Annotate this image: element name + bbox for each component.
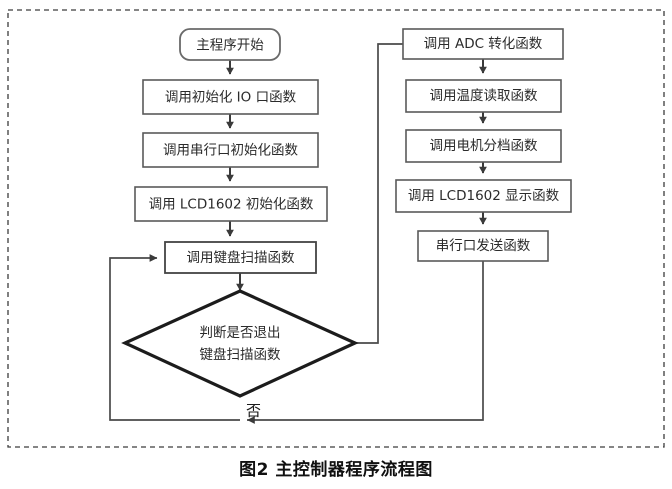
node-init-uart-shape xyxy=(142,132,319,168)
edge-label-no: 否 xyxy=(246,402,261,420)
node-decision-label-line1: 判断是否退出 xyxy=(200,325,281,341)
node-init-io-shape xyxy=(142,79,319,115)
node-init-uart[interactable]: 调用串行口初始化函数 xyxy=(142,132,319,168)
figure-dashed-frame xyxy=(7,9,665,448)
node-temp-read[interactable]: 调用温度读取函数 xyxy=(405,79,562,113)
node-temp-read-shape xyxy=(405,79,562,113)
node-init-lcd-label: 调用 LCD1602 初始化函数 xyxy=(149,196,314,213)
node-motor-gear[interactable]: 调用电机分档函数 xyxy=(405,129,562,163)
node-uart-send-shape xyxy=(417,230,549,262)
node-start-label: 主程序开始 xyxy=(196,38,264,54)
node-uart-send-label: 串行口发送函数 xyxy=(436,238,531,254)
node-init-lcd-shape xyxy=(134,186,328,222)
edge-uart-send-to-loop-join xyxy=(246,261,484,424)
node-lcd-display-shape xyxy=(395,179,572,213)
node-temp-read-label: 调用温度读取函数 xyxy=(430,88,538,104)
node-adc[interactable]: 调用 ADC 转化函数 xyxy=(402,28,564,60)
node-key-scan-shape xyxy=(164,241,317,274)
node-lcd-display-label: 调用 LCD1602 显示函数 xyxy=(408,188,560,204)
node-decision-shape xyxy=(121,289,359,398)
node-start[interactable]: 主程序开始 xyxy=(179,28,281,61)
node-motor-gear-label: 调用电机分档函数 xyxy=(430,138,538,154)
node-init-lcd[interactable]: 调用 LCD1602 初始化函数 xyxy=(134,186,328,222)
figure-caption: 图2 主控制器程序流程图 xyxy=(239,460,433,480)
node-adc-label: 调用 ADC 转化函数 xyxy=(424,36,543,52)
node-key-scan[interactable]: 调用键盘扫描函数 xyxy=(164,241,317,274)
node-motor-gear-shape xyxy=(405,129,562,163)
node-uart-send[interactable]: 串行口发送函数 xyxy=(417,230,549,262)
node-lcd-display[interactable]: 调用 LCD1602 显示函数 xyxy=(395,179,572,213)
node-decision-label-line2: 键盘扫描函数 xyxy=(200,346,281,363)
node-init-io[interactable]: 调用初始化 IO 口函数 xyxy=(142,79,319,115)
node-key-scan-label: 调用键盘扫描函数 xyxy=(187,249,295,266)
node-init-uart-label: 调用串行口初始化函数 xyxy=(163,142,298,159)
node-decision[interactable]: 判断是否退出 键盘扫描函数 xyxy=(121,289,359,398)
node-adc-shape xyxy=(402,28,564,60)
node-start-shape xyxy=(179,28,281,61)
node-init-io-label: 调用初始化 IO 口函数 xyxy=(165,89,297,106)
edge-loop-back-to-key-scan xyxy=(109,254,240,421)
